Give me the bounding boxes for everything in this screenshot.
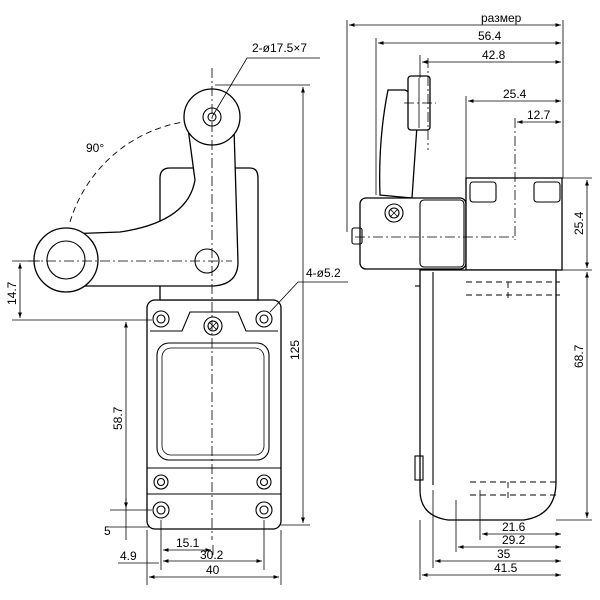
dim-42-8: 42.8: [482, 48, 506, 62]
dim-125: 125: [288, 340, 302, 360]
mount-hole-bl: [152, 501, 170, 519]
mount-hole-br: [255, 501, 273, 519]
dim-58-7: 58.7: [111, 406, 125, 430]
screw-ml: [153, 474, 169, 490]
dim-35: 35: [497, 547, 511, 561]
side-top-block: [465, 177, 563, 271]
side-title: размер: [481, 11, 522, 25]
dim-5: 5: [104, 524, 111, 538]
angle-label: 90°: [86, 141, 104, 155]
dim-68-7: 68.7: [572, 344, 586, 368]
dim-41-5: 41.5: [494, 561, 518, 575]
dim-56-4: 56.4: [478, 29, 502, 43]
mount-hole-tl: [152, 310, 170, 328]
side-view: размер 56.4 42.8 25.4 12.7 25.4 68.7 21.…: [346, 11, 592, 580]
dim-25-4-right: 25.4: [572, 211, 586, 235]
dim-29-2: 29.2: [502, 533, 526, 547]
side-head-screw: [384, 203, 404, 223]
front-window: [156, 342, 270, 461]
front-view: 2-ø17.5×7 90° 4-ø5.2 125 14.7 58.7 5 15.…: [5, 41, 348, 585]
dim-4-9: 4.9: [120, 549, 137, 563]
screw-mr: [256, 474, 272, 490]
center-screw: [203, 316, 223, 336]
dim-30-2: 30.2: [200, 548, 224, 562]
roller-callout: 2-ø17.5×7: [252, 41, 307, 55]
rotation-arc: [69, 119, 206, 223]
holes-callout: 4-ø5.2: [306, 266, 341, 280]
dim-21-6: 21.6: [502, 520, 526, 534]
left-roller: [33, 227, 99, 293]
dim-25-4-top: 25.4: [503, 87, 527, 101]
dim-40: 40: [206, 563, 220, 577]
mount-hole-tr: [255, 310, 273, 328]
side-head: [359, 197, 467, 270]
head-band: [150, 311, 278, 332]
side-body: [419, 269, 557, 521]
dim-15-1: 15.1: [176, 536, 200, 550]
dim-12-7: 12.7: [527, 108, 551, 122]
front-body: [146, 299, 282, 530]
dim-14-7: 14.7: [5, 281, 19, 305]
